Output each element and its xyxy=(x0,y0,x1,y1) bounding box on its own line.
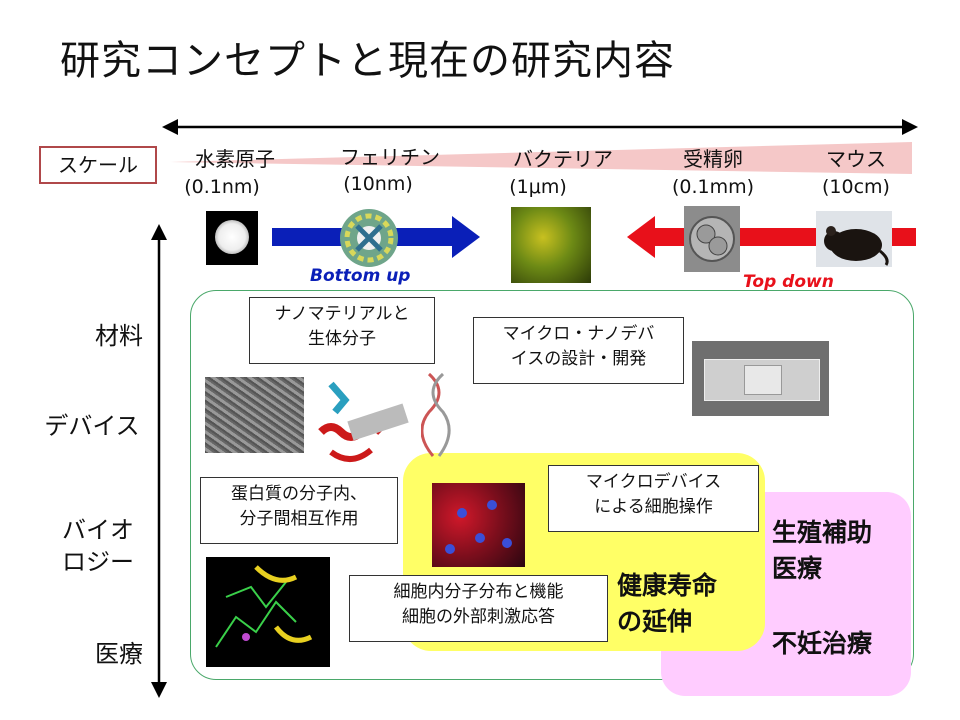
axis-label-medicine: 医療 xyxy=(95,640,143,668)
cell-manipulation-box: マイクロデバイス による細胞操作 xyxy=(548,465,759,532)
micro-nano-device-box: マイクロ・ナノデバ イスの設計・開発 xyxy=(473,317,684,384)
infertility-treatment-text: 不妊治療 xyxy=(772,629,873,658)
research-axis-arrow xyxy=(151,224,167,698)
protein-interaction-box: 蛋白質の分子内、 分子間相互作用 xyxy=(200,477,398,544)
hydrogen-atom-image xyxy=(206,211,258,265)
axis-label-biology-2: ロジー xyxy=(62,548,134,576)
healthy-lifespan-text: 健康寿命 の延伸 xyxy=(617,568,717,640)
scale-size-bacteria: (1μm) xyxy=(509,176,567,198)
protein-interaction-box-line2: 分子間相互作用 xyxy=(239,509,359,529)
scale-name-mouse: マウス xyxy=(826,147,886,171)
protein-interaction-box-line1: 蛋白質の分子内、 xyxy=(231,484,367,504)
scale-size-mouse: (10cm) xyxy=(822,176,890,198)
healthy-lifespan-text-line1: 健康寿命 xyxy=(617,571,718,600)
axis-label-materials: 材料 xyxy=(95,322,143,350)
cell-function-box-line2: 細胞の外部刺激応答 xyxy=(402,607,555,627)
top-down-label: Top down xyxy=(743,272,834,292)
scale-wedge xyxy=(170,142,912,174)
cell-fluorescence-image xyxy=(432,483,525,567)
dna-image xyxy=(421,372,451,458)
bacteria-image xyxy=(511,207,591,283)
scale-name-hydrogen: 水素原子 xyxy=(195,147,275,171)
mouse-image xyxy=(816,211,892,267)
nanomaterial-box: ナノマテリアルと 生体分子 xyxy=(249,297,435,364)
ferritin-image xyxy=(336,207,402,269)
molecular-interaction-image xyxy=(206,557,330,667)
axis-label-biology-1: バイオ xyxy=(62,516,134,544)
nanofiber-image xyxy=(205,377,304,453)
reproductive-medicine-text-line2: 医療 xyxy=(772,554,823,583)
nanomaterial-box-line2: 生体分子 xyxy=(308,329,376,349)
nanomaterial-box-line1: ナノマテリアルと xyxy=(274,304,410,324)
scale-size-hydrogen: (0.1nm) xyxy=(184,176,260,198)
healthy-lifespan-text-line2: の延伸 xyxy=(617,607,693,636)
protein-structure-image xyxy=(311,372,413,470)
page-title: 研究コンセプトと現在の研究内容 xyxy=(60,38,675,84)
cell-manipulation-box-line2: による細胞操作 xyxy=(594,497,713,517)
scale-axis-arrow xyxy=(162,119,918,135)
axis-label-devices: デバイス xyxy=(44,412,140,440)
micro-nano-device-box-line1: マイクロ・ナノデバ xyxy=(502,324,655,344)
fertilized-egg-image xyxy=(684,206,740,272)
scale-name-ferritin: フェリチン xyxy=(340,145,440,169)
scale-name-bacteria: バクテリア xyxy=(513,147,613,171)
cell-manipulation-box-line1: マイクロデバイス xyxy=(585,472,722,492)
scale-label: スケール xyxy=(39,146,157,184)
cell-function-box: 細胞内分子分布と機能 細胞の外部刺激応答 xyxy=(349,575,608,642)
scale-size-ferritin: (10nm) xyxy=(343,173,413,195)
bottom-up-label: Bottom up xyxy=(310,266,411,286)
research-area xyxy=(190,290,914,680)
scale-name-egg: 受精卵 xyxy=(683,147,743,171)
microdevice-image xyxy=(692,341,829,416)
reproductive-medicine-text-line1: 生殖補助 xyxy=(772,518,873,547)
cell-function-box-line1: 細胞内分子分布と機能 xyxy=(393,582,564,602)
reproductive-medicine-text: 生殖補助 医療 xyxy=(772,515,872,587)
micro-nano-device-box-line2: イスの設計・開発 xyxy=(510,349,647,369)
scale-size-egg: (0.1mm) xyxy=(671,176,755,198)
